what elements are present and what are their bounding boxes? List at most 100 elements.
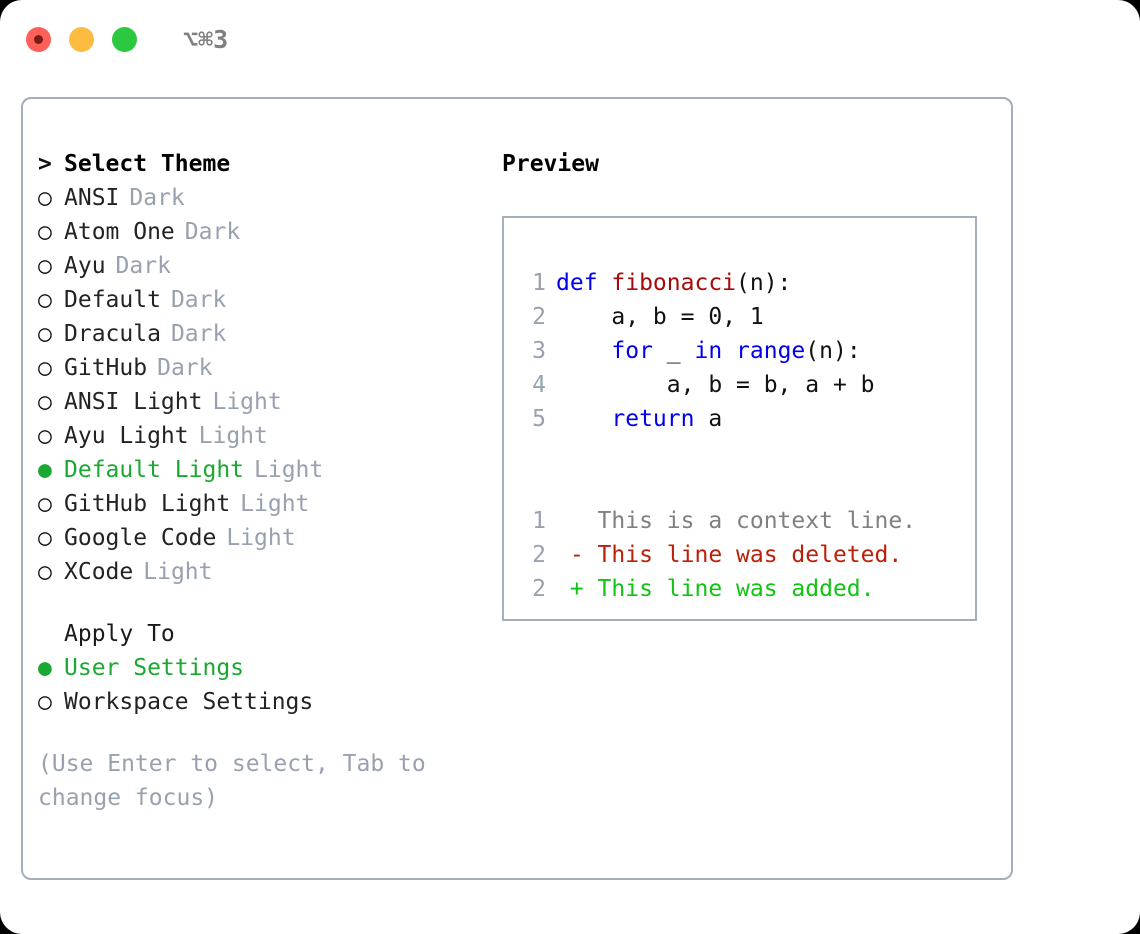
code-token: a, b = 0, 1 — [556, 304, 764, 330]
theme-option-label: GitHub Light — [64, 491, 231, 517]
code-line: 4 a, b = b, a + b — [520, 368, 969, 402]
line-number: 4 — [532, 372, 546, 398]
diff-line-context: 1 This is a context line. — [520, 504, 969, 538]
theme-option-label: Atom One — [64, 219, 175, 245]
diff-content: + This line was added. — [556, 576, 875, 602]
radio-unselected-icon[interactable]: ○ — [38, 491, 52, 517]
theme-option-badge: Light — [254, 457, 324, 483]
code-blank-line — [520, 436, 969, 470]
theme-option-label: Ayu Light — [64, 423, 189, 449]
radio-unselected-icon[interactable]: ○ — [38, 423, 52, 449]
apply-to-title: Apply To — [64, 621, 175, 647]
code-preview-area: 1 def fibonacci(n): 2 a, b = 0, 1 3 for … — [520, 266, 969, 606]
theme-option-google-code-light[interactable]: ○ Google Code Light — [38, 521, 478, 555]
radio-selected-icon[interactable]: ● — [38, 457, 52, 483]
theme-option-badge: Light — [198, 423, 268, 449]
apply-to-option-user-settings[interactable]: ● User Settings — [38, 651, 478, 685]
code-token: a — [694, 406, 723, 432]
code-token: (n): — [805, 338, 861, 364]
radio-unselected-icon[interactable]: ○ — [38, 321, 52, 347]
code-content: def fibonacci(n): — [556, 266, 791, 300]
code-token: def — [556, 270, 612, 296]
radio-unselected-icon[interactable]: ○ — [38, 253, 52, 279]
theme-list-column: > Select Theme ○ ANSI Dark ○ Atom One Da… — [38, 147, 478, 815]
code-token: in — [694, 338, 737, 364]
line-number: 2 — [532, 304, 546, 330]
line-number: 3 — [532, 338, 546, 364]
apply-to-option-workspace-settings[interactable]: ○ Workspace Settings — [38, 685, 478, 719]
theme-option-label: Default Light — [64, 457, 245, 483]
radio-unselected-icon[interactable]: ○ — [38, 689, 52, 715]
theme-option-default-dark[interactable]: ○ Default Dark — [38, 283, 478, 317]
radio-unselected-icon[interactable]: ○ — [38, 355, 52, 381]
code-token: return — [611, 406, 695, 432]
theme-option-label: Ayu — [64, 253, 106, 279]
code-token: (n): — [736, 270, 792, 296]
theme-option-label: Dracula — [64, 321, 161, 347]
code-content: a, b = b, a + b — [556, 368, 875, 402]
theme-option-label: XCode — [64, 559, 134, 585]
traffic-light-controls — [26, 26, 137, 52]
theme-option-badge: Dark — [157, 355, 213, 381]
close-window-icon[interactable] — [26, 26, 51, 52]
theme-option-ayu-dark[interactable]: ○ Ayu Dark — [38, 249, 478, 283]
line-number: 2 — [532, 542, 546, 568]
theme-option-label: ANSI — [64, 185, 120, 211]
theme-option-ansi-light[interactable]: ○ ANSI Light Light — [38, 385, 478, 419]
keyboard-shortcut-label: ⌥⌘3 — [183, 24, 229, 54]
code-token: range — [736, 338, 806, 364]
theme-option-badge: Dark — [129, 185, 185, 211]
diff-content: - This line was deleted. — [556, 542, 903, 568]
radio-unselected-icon[interactable]: ○ — [38, 287, 52, 313]
theme-option-label: Google Code — [64, 525, 217, 551]
code-token: _ — [652, 338, 695, 364]
theme-option-xcode-light[interactable]: ○ XCode Light — [38, 555, 478, 589]
code-token — [556, 338, 611, 364]
code-line: 5 return a — [520, 402, 969, 436]
radio-unselected-icon[interactable]: ○ — [38, 219, 52, 245]
theme-option-default-light[interactable]: ● Default Light Light — [38, 453, 478, 487]
radio-unselected-icon[interactable]: ○ — [38, 559, 52, 585]
theme-option-ansi-dark[interactable]: ○ ANSI Dark — [38, 181, 478, 215]
theme-option-dracula-dark[interactable]: ○ Dracula Dark — [38, 317, 478, 351]
caret-icon: > — [38, 151, 52, 177]
theme-option-badge: Light — [143, 559, 213, 585]
theme-option-atom-one-dark[interactable]: ○ Atom One Dark — [38, 215, 478, 249]
diff-content: This is a context line. — [556, 508, 917, 534]
code-token — [556, 406, 611, 432]
keyboard-hint-text: (Use Enter to select, Tab to change focu… — [38, 751, 426, 811]
hint-spacer — [38, 719, 478, 747]
theme-option-badge: Light — [226, 525, 296, 551]
code-token: a, b = b, a + b — [556, 372, 875, 398]
code-blank-line — [520, 470, 969, 504]
radio-selected-icon[interactable]: ● — [38, 655, 52, 681]
apply-to-option-label: Workspace Settings — [64, 689, 314, 715]
theme-option-ayu-light[interactable]: ○ Ayu Light Light — [38, 419, 478, 453]
radio-unselected-icon[interactable]: ○ — [38, 389, 52, 415]
apply-to-option-label: User Settings — [64, 655, 245, 681]
theme-list-title: Select Theme — [64, 151, 231, 177]
theme-option-github-dark[interactable]: ○ GitHub Dark — [38, 351, 478, 385]
minimize-window-icon[interactable] — [69, 26, 94, 52]
preview-heading: Preview — [502, 151, 599, 177]
code-line: 3 for _ in range(n): — [520, 334, 969, 368]
code-content: return a — [556, 402, 722, 436]
list-spacer — [38, 589, 478, 617]
line-number: 2 — [532, 576, 546, 602]
preview-box: 1 def fibonacci(n): 2 a, b = 0, 1 3 for … — [502, 216, 977, 621]
theme-option-github-light[interactable]: ○ GitHub Light Light — [38, 487, 478, 521]
preview-column: Preview 1 def fibonacci(n): 2 a, b = 0, … — [502, 147, 1002, 621]
code-line: 1 def fibonacci(n): — [520, 266, 969, 300]
diff-line-added: 2 + This line was added. — [520, 572, 969, 606]
code-token: fibonacci — [611, 270, 737, 296]
theme-option-badge: Dark — [184, 219, 241, 245]
radio-unselected-icon[interactable]: ○ — [38, 525, 52, 551]
radio-unselected-icon[interactable]: ○ — [38, 185, 52, 211]
theme-option-badge: Dark — [115, 253, 171, 279]
maximize-window-icon[interactable] — [112, 26, 137, 52]
apply-to-header: Apply To — [38, 617, 478, 651]
theme-picker-panel: > Select Theme ○ ANSI Dark ○ Atom One Da… — [21, 97, 1013, 880]
code-content: a, b = 0, 1 — [556, 300, 764, 334]
theme-option-badge: Dark — [170, 287, 227, 313]
line-number: 1 — [532, 508, 546, 534]
